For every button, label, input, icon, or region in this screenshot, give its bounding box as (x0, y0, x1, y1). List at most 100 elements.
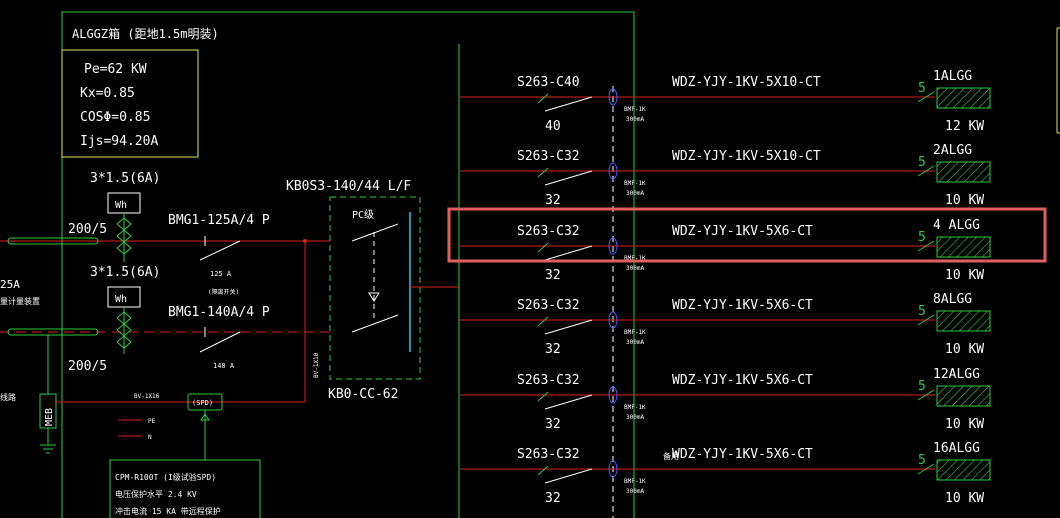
load-power: 12 KW (945, 119, 984, 134)
ats-operator-icon (368, 292, 380, 302)
load-id: 2ALGG (933, 143, 972, 158)
panel-title: ALGGZ箱 (距地1.5m明装) (72, 26, 219, 41)
spd-spec-title: CPM-R100T (I级试验SPD) (115, 472, 216, 482)
breaker-blade (544, 96, 593, 112)
spare-note: 备用 (663, 451, 679, 461)
load-power: 10 KW (945, 491, 984, 506)
rcd-model: BMF-1K (624, 478, 646, 485)
rcd-ring-icon (608, 237, 618, 255)
spd-spec-2: 冲击电流 15 KA 带远程保护 (115, 506, 221, 516)
vertical-cable-label: BV-1X10 (313, 352, 320, 378)
breaker-rating: 32 (545, 268, 561, 283)
rcd-sensitivity: 300mA (626, 265, 644, 272)
breaker-rating: 40 (545, 119, 561, 134)
param-cos: COSΦ=0.85 (80, 110, 150, 125)
circuit-rows: S263-C4040BMF-1K300mAWDZ-YJY-1KV-5X10-CT… (459, 69, 991, 506)
breaker-model: S263-C32 (517, 373, 580, 388)
breaker-blade (544, 319, 593, 335)
rcd-sensitivity: 300mA (626, 190, 644, 197)
load-id: 12ALGG (933, 367, 980, 382)
cable-spec: WDZ-YJY-1KV-5X10-CT (672, 75, 821, 90)
left-cut-1: 25A (0, 278, 20, 291)
load-id: 1ALGG (933, 69, 972, 84)
phase-slash (917, 463, 935, 475)
cable-spec: WDZ-YJY-1KV-5X10-CT (672, 149, 821, 164)
meter-spec-1: 3*1.5(6A) (90, 171, 160, 186)
ct-ratio-2: 200/5 (68, 359, 107, 374)
meter-coil-1 (116, 217, 132, 255)
breaker-2-blade (199, 331, 241, 353)
rcd-sensitivity: 300mA (626, 339, 644, 346)
ct-ratio-1: 200/5 (68, 222, 107, 237)
circuit-row: S263-C32 32 BMF-1K 300mA WDZ-YJY-1KV-5X6-CT 5… (459, 292, 991, 357)
breaker-1-note: (隔离开关) (208, 288, 239, 296)
ats-controller: KB0-CC-62 (328, 387, 398, 402)
breaker-rating: 32 (545, 193, 561, 208)
panel-frame (61, 11, 635, 518)
rcd-model: BMF-1K (624, 255, 646, 262)
phase-slash (917, 91, 935, 103)
meb-label: MEB (44, 408, 55, 426)
breaker-model: S263-C32 (517, 298, 580, 313)
breaker-model: S263-C32 (517, 224, 580, 239)
breaker-model: S263-C32 (517, 149, 580, 164)
circuit-row: S263-C4040BMF-1K300mAWDZ-YJY-1KV-5X10-CT… (459, 69, 991, 134)
load-hatch (936, 310, 991, 332)
param-pe: Pe=62 KW (84, 62, 147, 77)
breaker-model: S263-C32 (517, 447, 580, 462)
breaker-1-blade (199, 240, 241, 261)
load-hatch (936, 236, 991, 258)
spd-wire-label: BV-1X16 (134, 393, 160, 400)
load-power: 10 KW (945, 268, 984, 283)
left-cut-3: 线路 (0, 392, 16, 402)
breaker-rating: 32 (545, 417, 561, 432)
rcd-sensitivity: 300mA (626, 116, 644, 123)
ats-box (329, 196, 421, 380)
circuit-row: S263-C32 32 BMF-1K 300mA WDZ-YJY-1KV-5X10-CT… (459, 143, 991, 208)
load-hatch (936, 87, 991, 109)
phase-mark: 5 (918, 81, 926, 96)
param-box (61, 49, 199, 158)
breaker-rating: 32 (545, 342, 561, 357)
breaker-mark (537, 93, 549, 104)
ats-model: KB0S3-140/44 L/F (286, 179, 411, 194)
left-cut-2: 量计量装置 (0, 296, 40, 306)
ct-sleeve-2 (7, 328, 99, 336)
breaker-2-rating: 140 A (213, 362, 235, 370)
load-id: 16ALGG (933, 441, 980, 456)
ats-contact-2 (351, 314, 399, 333)
rcd-ring-icon (608, 460, 618, 478)
rcd-model: BMF-1K (624, 329, 646, 336)
meter-spec-2: 3*1.5(6A) (90, 265, 160, 280)
cable-spec: WDZ-YJY-1KV-5X6-CT (672, 298, 813, 313)
highlight-box (447, 207, 1047, 263)
meter-coil-2 (116, 311, 132, 349)
load-id: 8ALGG (933, 292, 972, 307)
breaker-mark (537, 391, 549, 402)
breaker-blade (544, 394, 593, 410)
load-hatch (936, 161, 991, 183)
spd-label: (SPD) (192, 399, 213, 407)
load-power: 10 KW (945, 342, 984, 357)
load-power: 10 KW (945, 417, 984, 432)
rcd-model: BMF-1K (624, 106, 646, 113)
breaker-rating: 32 (545, 491, 561, 506)
ct-sleeve-1 (7, 237, 99, 245)
phase-mark: 5 (918, 304, 926, 319)
rcd-model: BMF-1K (624, 180, 646, 187)
rcd-ring-icon (608, 162, 618, 180)
load-hatch (936, 385, 991, 407)
n-label: N (148, 434, 152, 441)
breaker-mark (537, 316, 549, 327)
spd-spec-1: 电压保护水平 2.4 KV (115, 489, 197, 499)
cable-spec: WDZ-YJY-1KV-5X6-CT (672, 373, 813, 388)
load-id: 4 ALGG (933, 218, 980, 233)
phase-slash (917, 314, 935, 326)
breaker-2-model: BMG1-140A/4 P (168, 305, 270, 320)
breaker-mark (537, 465, 549, 476)
cable-spec: WDZ-YJY-1KV-5X6-CT (672, 447, 813, 462)
breaker-blade (544, 170, 593, 186)
